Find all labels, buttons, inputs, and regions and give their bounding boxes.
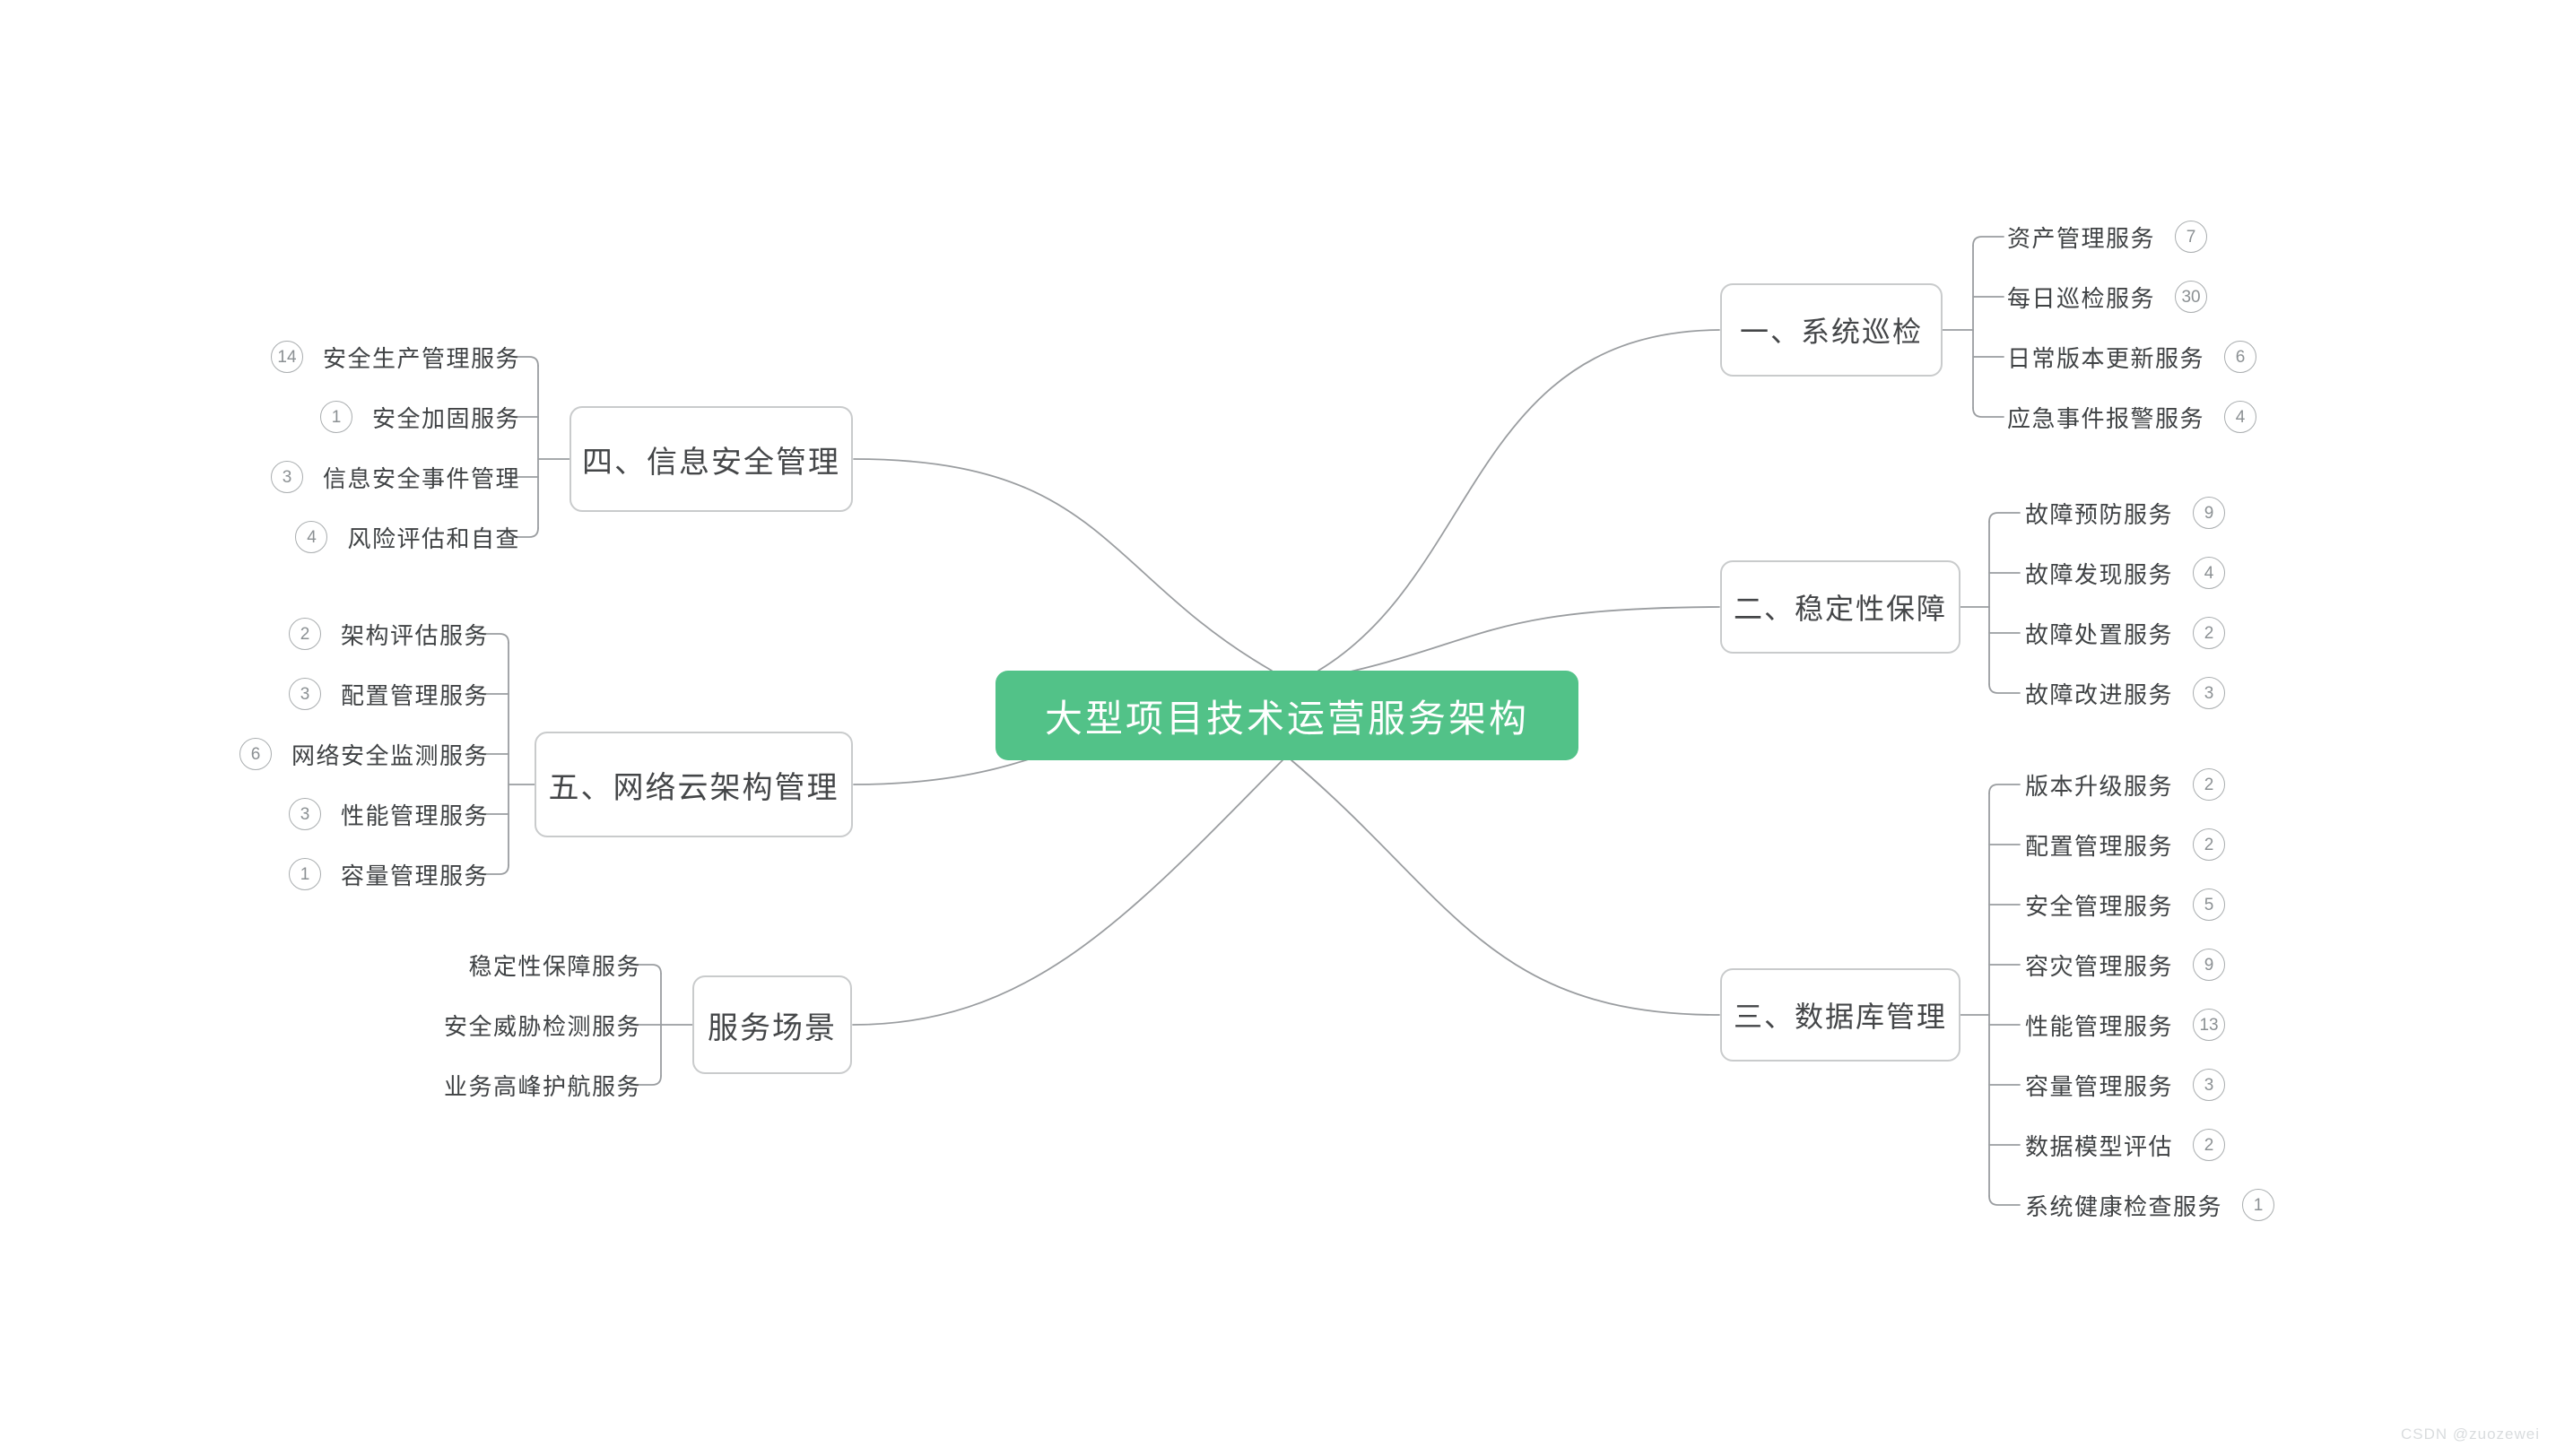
leaf-node[interactable]: 6 网络安全监测服务 bbox=[0, 734, 489, 774]
branch-node-information-security-management[interactable]: 四、信息安全管理 bbox=[569, 406, 853, 512]
leaf-count-badge: 2 bbox=[2193, 768, 2226, 801]
leaf-node[interactable]: 安全管理服务 5 bbox=[2025, 885, 2226, 924]
leaf-count-badge: 7 bbox=[2175, 221, 2208, 253]
branch-node-label: 二、稳定性保障 bbox=[1733, 593, 1947, 625]
leaf-node-label: 系统健康检查服务 bbox=[2025, 1192, 2223, 1220]
leaf-node[interactable]: 1 容量管理服务 bbox=[0, 854, 489, 894]
leaf-count-badge: 2 bbox=[2193, 828, 2226, 861]
leaf-node-label: 配置管理服务 bbox=[340, 681, 489, 709]
branch-node-label: 五、网络云架构管理 bbox=[548, 770, 839, 805]
leaf-count-badge: 6 bbox=[239, 738, 272, 770]
leaf-count-badge: 3 bbox=[270, 461, 303, 493]
leaf-node-label: 安全管理服务 bbox=[2025, 892, 2174, 920]
branch-node-label: 服务场景 bbox=[708, 1010, 837, 1045]
leaf-node-label: 架构评估服务 bbox=[340, 621, 489, 649]
branch-node-database-management[interactable]: 三、数据库管理 bbox=[1720, 968, 1960, 1062]
watermark: CSDN @zuozewei bbox=[2400, 1426, 2540, 1443]
leaf-count-badge: 4 bbox=[2224, 401, 2257, 433]
branch-node-network-cloud-architecture-management[interactable]: 五、网络云架构管理 bbox=[535, 732, 853, 837]
leaf-node[interactable]: 3 信息安全事件管理 bbox=[0, 457, 520, 497]
leaf-count-badge: 14 bbox=[270, 341, 303, 373]
leaf-node-label: 安全威胁检测服务 bbox=[443, 1012, 641, 1040]
leaf-count-badge: 3 bbox=[2193, 677, 2226, 709]
leaf-count-badge: 6 bbox=[2224, 341, 2257, 373]
leaf-node[interactable]: 容灾管理服务 9 bbox=[2025, 945, 2226, 984]
leaf-node-label: 风险评估和自查 bbox=[347, 524, 520, 552]
leaf-count-badge: 30 bbox=[2175, 281, 2208, 313]
leaf-count-badge: 3 bbox=[288, 798, 321, 830]
leaf-node[interactable]: 故障改进服务 3 bbox=[2025, 673, 2226, 713]
leaf-node-label: 性能管理服务 bbox=[340, 802, 489, 829]
leaf-node-label: 容量管理服务 bbox=[2025, 1072, 2174, 1100]
branch-node-system-inspection[interactable]: 一、系统巡检 bbox=[1720, 283, 1943, 377]
leaf-count-badge: 2 bbox=[288, 618, 321, 650]
leaf-node[interactable]: 数据模型评估 2 bbox=[2025, 1125, 2226, 1165]
leaf-node[interactable]: 配置管理服务 2 bbox=[2025, 825, 2226, 864]
branch-node-label: 四、信息安全管理 bbox=[582, 445, 840, 480]
leaf-node-label: 稳定性保障服务 bbox=[468, 952, 641, 980]
leaf-node-label: 性能管理服务 bbox=[2025, 1012, 2174, 1040]
leaf-node[interactable]: 系统健康检查服务 1 bbox=[2025, 1185, 2275, 1225]
leaf-node[interactable]: 3 性能管理服务 bbox=[0, 794, 489, 834]
leaf-node-label: 版本升级服务 bbox=[2025, 772, 2174, 800]
leaf-node-label: 容量管理服务 bbox=[340, 862, 489, 889]
leaf-node[interactable]: 容量管理服务 3 bbox=[2025, 1065, 2226, 1105]
leaf-node-label: 配置管理服务 bbox=[2025, 832, 2174, 860]
leaf-node[interactable]: 4 风险评估和自查 bbox=[0, 517, 520, 557]
leaf-node[interactable]: 业务高峰护航服务 bbox=[0, 1065, 641, 1105]
root-node-label: 大型项目技术运营服务架构 bbox=[1044, 697, 1529, 740]
leaf-count-badge: 2 bbox=[2193, 1129, 2226, 1161]
leaf-count-badge: 13 bbox=[2193, 1009, 2226, 1041]
leaf-count-badge: 9 bbox=[2193, 497, 2226, 529]
leaf-node[interactable]: 版本升级服务 2 bbox=[2025, 765, 2226, 804]
leaf-node[interactable]: 14 安全生产管理服务 bbox=[0, 337, 520, 377]
leaf-node[interactable]: 2 架构评估服务 bbox=[0, 614, 489, 654]
root-node[interactable]: 大型项目技术运营服务架构 bbox=[995, 671, 1578, 760]
branch-node-label: 一、系统巡检 bbox=[1739, 316, 1923, 348]
leaf-count-badge: 3 bbox=[288, 678, 321, 710]
leaf-node[interactable]: 日常版本更新服务 6 bbox=[2007, 337, 2257, 377]
leaf-count-badge: 4 bbox=[295, 521, 328, 553]
leaf-node-label: 故障发现服务 bbox=[2025, 560, 2174, 588]
leaf-node[interactable]: 故障处置服务 2 bbox=[2025, 613, 2226, 653]
leaf-node-label: 容灾管理服务 bbox=[2025, 952, 2174, 980]
leaf-count-badge: 4 bbox=[2193, 557, 2226, 589]
leaf-node-label: 安全生产管理服务 bbox=[322, 344, 520, 372]
leaf-node[interactable]: 故障发现服务 4 bbox=[2025, 553, 2226, 593]
leaf-node-label: 信息安全事件管理 bbox=[322, 464, 520, 492]
branch-node-label: 三、数据库管理 bbox=[1733, 1001, 1947, 1033]
leaf-node[interactable]: 应急事件报警服务 4 bbox=[2007, 397, 2257, 437]
leaf-node[interactable]: 1 安全加固服务 bbox=[0, 397, 520, 437]
leaf-node-label: 网络安全监测服务 bbox=[291, 741, 489, 769]
leaf-count-badge: 1 bbox=[288, 858, 321, 890]
leaf-node[interactable]: 资产管理服务 7 bbox=[2007, 217, 2208, 256]
leaf-count-badge: 9 bbox=[2193, 949, 2226, 981]
leaf-node-label: 应急事件报警服务 bbox=[2007, 404, 2205, 432]
leaf-count-badge: 2 bbox=[2193, 617, 2226, 649]
leaf-node[interactable]: 性能管理服务 13 bbox=[2025, 1005, 2226, 1044]
leaf-count-badge: 1 bbox=[2242, 1189, 2275, 1221]
leaf-count-badge: 1 bbox=[319, 401, 352, 433]
leaf-node-label: 数据模型评估 bbox=[2025, 1132, 2174, 1160]
leaf-node[interactable]: 安全威胁检测服务 bbox=[0, 1005, 641, 1044]
leaf-node[interactable]: 3 配置管理服务 bbox=[0, 674, 489, 714]
leaf-node-label: 故障改进服务 bbox=[2025, 680, 2174, 708]
branch-node-stability-assurance[interactable]: 二、稳定性保障 bbox=[1720, 560, 1960, 654]
leaf-node[interactable]: 故障预防服务 9 bbox=[2025, 493, 2226, 533]
leaf-node-label: 故障预防服务 bbox=[2025, 500, 2174, 528]
leaf-node-label: 资产管理服务 bbox=[2007, 224, 2156, 252]
leaf-node-label: 日常版本更新服务 bbox=[2007, 344, 2205, 372]
branch-node-service-scenarios[interactable]: 服务场景 bbox=[692, 975, 852, 1074]
leaf-node-label: 业务高峰护航服务 bbox=[443, 1072, 641, 1100]
leaf-node[interactable]: 每日巡检服务 30 bbox=[2007, 277, 2208, 316]
leaf-count-badge: 3 bbox=[2193, 1069, 2226, 1101]
leaf-node-label: 故障处置服务 bbox=[2025, 620, 2174, 648]
leaf-node[interactable]: 稳定性保障服务 bbox=[0, 945, 641, 984]
leaf-count-badge: 5 bbox=[2193, 888, 2226, 921]
leaf-node-label: 每日巡检服务 bbox=[2007, 284, 2156, 312]
leaf-node-label: 安全加固服务 bbox=[371, 404, 520, 432]
